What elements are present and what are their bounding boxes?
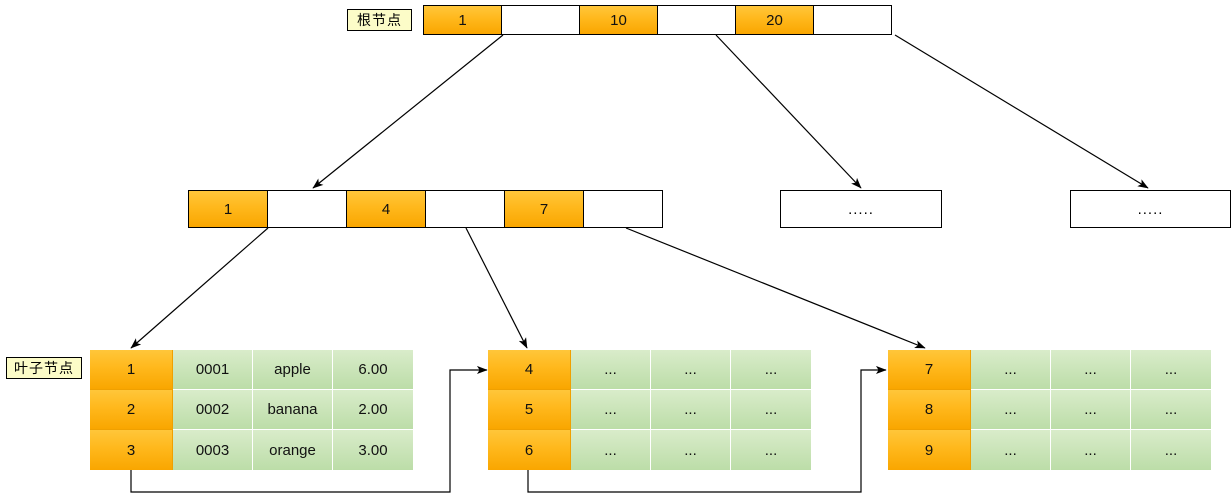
internal-1-cell-key-2[interactable]: 7 — [504, 190, 584, 228]
leaf-3-row-2-col-0: ... — [971, 430, 1051, 470]
leaf-2-row-0-col-2: ... — [731, 350, 811, 390]
leaf-3-row-1[interactable]: 8 ... ... ... — [888, 390, 1211, 430]
leaf-1-row-2-col-0: 0003 — [173, 430, 253, 470]
root-cell-key-1[interactable]: 10 — [579, 5, 658, 35]
internal-node-2[interactable]: ..... — [780, 190, 942, 228]
leaf-2-row-2-col-2: ... — [731, 430, 811, 470]
leaf-node-1[interactable]: 1 0001 apple 6.00 2 0002 banana 2.00 3 0… — [90, 350, 413, 470]
leaf-3-row-2-col-1: ... — [1051, 430, 1131, 470]
edge-root-to-internal-1 — [312, 34, 504, 189]
leaf-2-row-0-key: 4 — [488, 350, 571, 390]
edge-internal-to-leaf-3 — [625, 227, 926, 349]
root-cell-pointer-0[interactable] — [501, 5, 580, 35]
leaf-3-row-1-key: 8 — [888, 390, 971, 430]
leaf-2-row-2-col-0: ... — [571, 430, 651, 470]
leaf-1-row-0-col-0: 0001 — [173, 350, 253, 390]
leaf-node-3[interactable]: 7 ... ... ... 8 ... ... ... 9 ... ... ..… — [888, 350, 1211, 470]
leaf-2-row-1-key: 5 — [488, 390, 571, 430]
internal-2-ellipsis: ..... — [780, 190, 942, 228]
leaf-1-row-2-key: 3 — [90, 430, 173, 470]
internal-1-cell-pointer-0[interactable] — [267, 190, 347, 228]
leaf-3-row-1-col-0: ... — [971, 390, 1051, 430]
leaf-3-row-2[interactable]: 9 ... ... ... — [888, 430, 1211, 470]
edge-root-to-internal-3 — [894, 34, 1149, 189]
leaf-3-row-2-key: 9 — [888, 430, 971, 470]
root-label: 根节点 — [347, 9, 412, 31]
internal-node-1[interactable]: 1 4 7 — [188, 190, 666, 228]
leaf-2-row-2-col-1: ... — [651, 430, 731, 470]
leaf-3-row-0-col-2: ... — [1131, 350, 1211, 390]
leaf-2-row-1[interactable]: 5 ... ... ... — [488, 390, 811, 430]
internal-1-cell-key-0[interactable]: 1 — [188, 190, 268, 228]
leaf-label: 叶子节点 — [6, 357, 82, 379]
leaf-3-row-0[interactable]: 7 ... ... ... — [888, 350, 1211, 390]
leaf-3-row-1-col-2: ... — [1131, 390, 1211, 430]
leaf-1-row-0-key: 1 — [90, 350, 173, 390]
leaf-1-row-2-col-1: orange — [253, 430, 333, 470]
leaf-3-row-0-key: 7 — [888, 350, 971, 390]
leaf-2-row-2[interactable]: 6 ... ... ... — [488, 430, 811, 470]
internal-node-3[interactable]: ..... — [1070, 190, 1231, 228]
leaf-1-row-0-col-1: apple — [253, 350, 333, 390]
leaf-1-row-2-col-2: 3.00 — [333, 430, 413, 470]
leaf-3-row-1-col-1: ... — [1051, 390, 1131, 430]
leaf-2-row-1-col-0: ... — [571, 390, 651, 430]
internal-1-cell-key-1[interactable]: 4 — [346, 190, 426, 228]
leaf-1-row-1-col-2: 2.00 — [333, 390, 413, 430]
leaf-1-row-1-col-0: 0002 — [173, 390, 253, 430]
internal-1-cell-pointer-1[interactable] — [425, 190, 505, 228]
leaf-2-row-1-col-1: ... — [651, 390, 731, 430]
leaf-node-2[interactable]: 4 ... ... ... 5 ... ... ... 6 ... ... ..… — [488, 350, 811, 470]
leaf-1-row-0-col-2: 6.00 — [333, 350, 413, 390]
leaf-3-row-2-col-2: ... — [1131, 430, 1211, 470]
leaf-1-row-1-col-1: banana — [253, 390, 333, 430]
root-cell-pointer-2[interactable] — [813, 5, 892, 35]
leaf-3-row-0-col-1: ... — [1051, 350, 1131, 390]
leaf-2-row-0[interactable]: 4 ... ... ... — [488, 350, 811, 390]
internal-1-cell-pointer-2[interactable] — [583, 190, 663, 228]
leaf-2-row-1-col-2: ... — [731, 390, 811, 430]
leaf-1-row-2[interactable]: 3 0003 orange 3.00 — [90, 430, 413, 470]
leaf-2-row-0-col-1: ... — [651, 350, 731, 390]
root-node[interactable]: 1 10 20 — [423, 5, 895, 35]
leaf-2-row-2-key: 6 — [488, 430, 571, 470]
leaf-1-row-1-key: 2 — [90, 390, 173, 430]
internal-3-ellipsis: ..... — [1070, 190, 1231, 228]
root-cell-key-0[interactable]: 1 — [423, 5, 502, 35]
leaf-1-row-0[interactable]: 1 0001 apple 6.00 — [90, 350, 413, 390]
root-cell-key-2[interactable]: 20 — [735, 5, 814, 35]
edge-internal-to-leaf-1 — [130, 227, 269, 349]
edge-root-to-internal-2 — [715, 34, 862, 189]
root-cell-pointer-1[interactable] — [657, 5, 736, 35]
leaf-2-row-0-col-0: ... — [571, 350, 651, 390]
edge-internal-to-leaf-2 — [465, 227, 528, 349]
leaf-3-row-0-col-0: ... — [971, 350, 1051, 390]
leaf-1-row-1[interactable]: 2 0002 banana 2.00 — [90, 390, 413, 430]
